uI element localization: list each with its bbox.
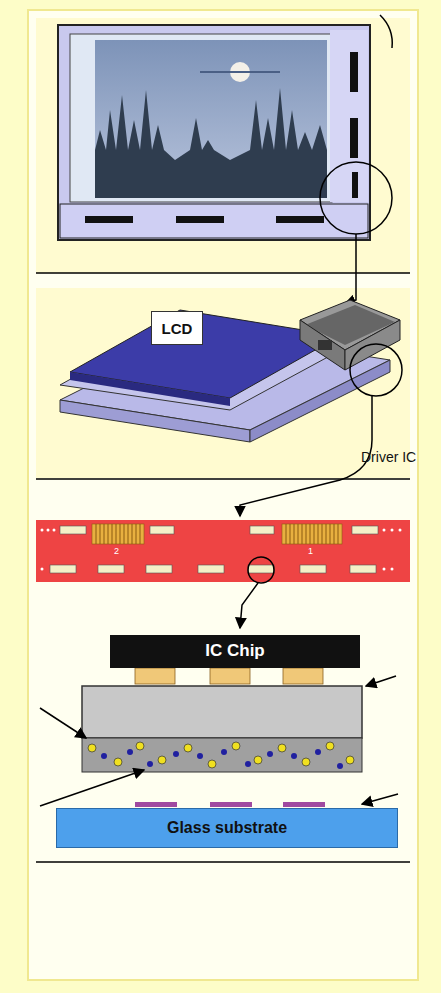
connector-number: 2 <box>114 546 119 556</box>
box-text: LCD <box>162 320 193 337</box>
divider <box>36 861 410 863</box>
text-box: Glass substrate <box>56 808 398 848</box>
pointer-arrow <box>345 234 356 304</box>
pointer-arrow <box>240 583 258 628</box>
circuit-board-illustration <box>36 520 410 583</box>
box-text: IC Chip <box>205 641 265 661</box>
divider <box>36 272 410 274</box>
page-frame <box>28 10 418 980</box>
connector-number: 1 <box>308 546 313 556</box>
text-box: IC Chip <box>110 635 360 668</box>
panel <box>36 288 410 478</box>
lcd-module-illustration <box>60 300 402 442</box>
box-text: Glass substrate <box>167 819 287 837</box>
panel <box>36 18 410 273</box>
pointer-arrow <box>240 396 372 516</box>
cross-section-illustration <box>82 668 362 807</box>
text-box: LCD <box>151 311 203 345</box>
part-label: Driver IC <box>361 449 416 465</box>
divider <box>36 478 410 480</box>
tv-illustration <box>58 15 392 240</box>
leader-lines <box>40 676 398 806</box>
